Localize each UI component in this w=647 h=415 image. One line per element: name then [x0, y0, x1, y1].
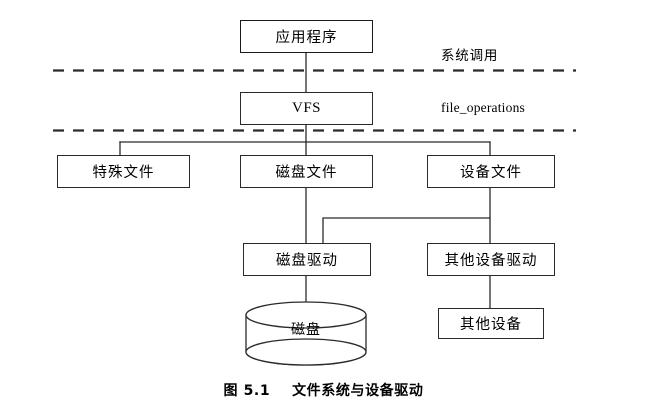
layer-label-system-call: 系统调用	[441, 48, 499, 64]
node-disk-file[interactable]: 磁盘文件	[240, 155, 373, 188]
node-other-device[interactable]: 其他设备	[438, 308, 544, 339]
layer-label-file-operations: file_operations	[441, 100, 525, 115]
figure-caption: 图 5.1 文件系统与设备驱动	[223, 383, 424, 399]
node-device-file[interactable]: 设备文件	[427, 155, 555, 188]
node-disk-label: 磁盘	[291, 322, 321, 338]
cylinder-top-ellipse	[245, 301, 367, 329]
node-special-file[interactable]: 特殊文件	[57, 155, 190, 188]
disk-cylinder-shape	[245, 301, 367, 366]
node-other-device-driver[interactable]: 其他设备驱动	[427, 243, 555, 276]
edge-device-file-disk-driver	[322, 217, 491, 244]
node-vfs[interactable]: VFS	[240, 92, 373, 125]
cylinder-bottom-ellipse	[245, 338, 367, 366]
node-disk-driver[interactable]: 磁盘驱动	[243, 243, 371, 276]
node-application[interactable]: 应用程序	[240, 20, 373, 53]
